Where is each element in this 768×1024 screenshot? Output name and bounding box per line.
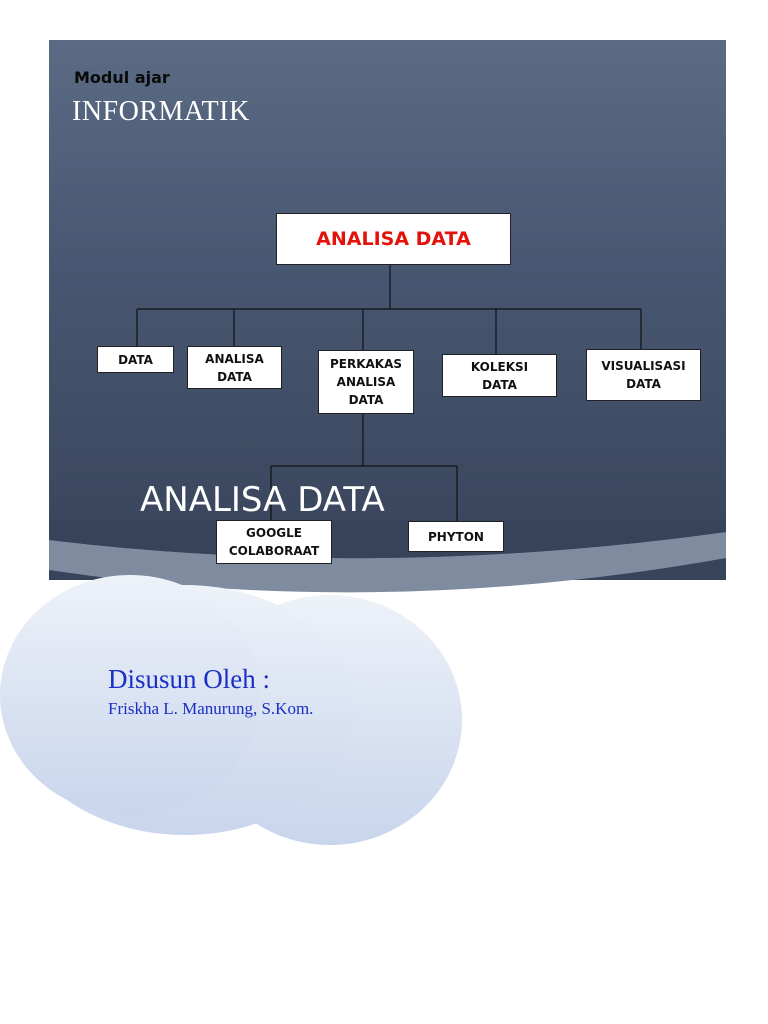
diagram-node-label: VISUALISASI DATA	[601, 359, 686, 391]
author-cloud	[0, 575, 462, 845]
diagram-root-label: ANALISA DATA	[316, 228, 471, 250]
author-heading: Disusun Oleh :	[108, 664, 270, 694]
module-label: Modul ajar	[74, 68, 170, 87]
subject-title: INFORMATIK	[72, 96, 250, 127]
diagram-root-node: ANALISA DATA	[276, 213, 511, 265]
diagram-node-google-colab: GOOGLE COLABORAAT	[216, 520, 332, 564]
diagram-node-data: DATA	[97, 346, 174, 373]
cover-caption: ANALISA DATA	[140, 480, 385, 520]
diagram-node-label: ANALISA DATA	[205, 351, 264, 384]
diagram-node-label: PERKAKAS ANALISA DATA	[329, 357, 403, 407]
diagram-node-koleksi: KOLEKSI DATA	[442, 354, 557, 397]
author-name: Friskha L. Manurung, S.Kom.	[108, 699, 314, 718]
diagram-node-label: GOOGLE COLABORAAT	[228, 526, 320, 558]
diagram-node-phyton: PHYTON	[408, 521, 504, 552]
diagram-node-label: PHYTON	[428, 529, 484, 544]
diagram-node-visualisasi: VISUALISASI DATA	[586, 349, 701, 401]
cover-banner	[49, 40, 726, 580]
diagram-node-label: KOLEKSI DATA	[470, 359, 529, 392]
diagram-node-analisa-data: ANALISA DATA	[187, 346, 282, 389]
diagram-node-label: DATA	[118, 352, 153, 367]
diagram-node-perkakas: PERKAKAS ANALISA DATA	[318, 350, 414, 414]
